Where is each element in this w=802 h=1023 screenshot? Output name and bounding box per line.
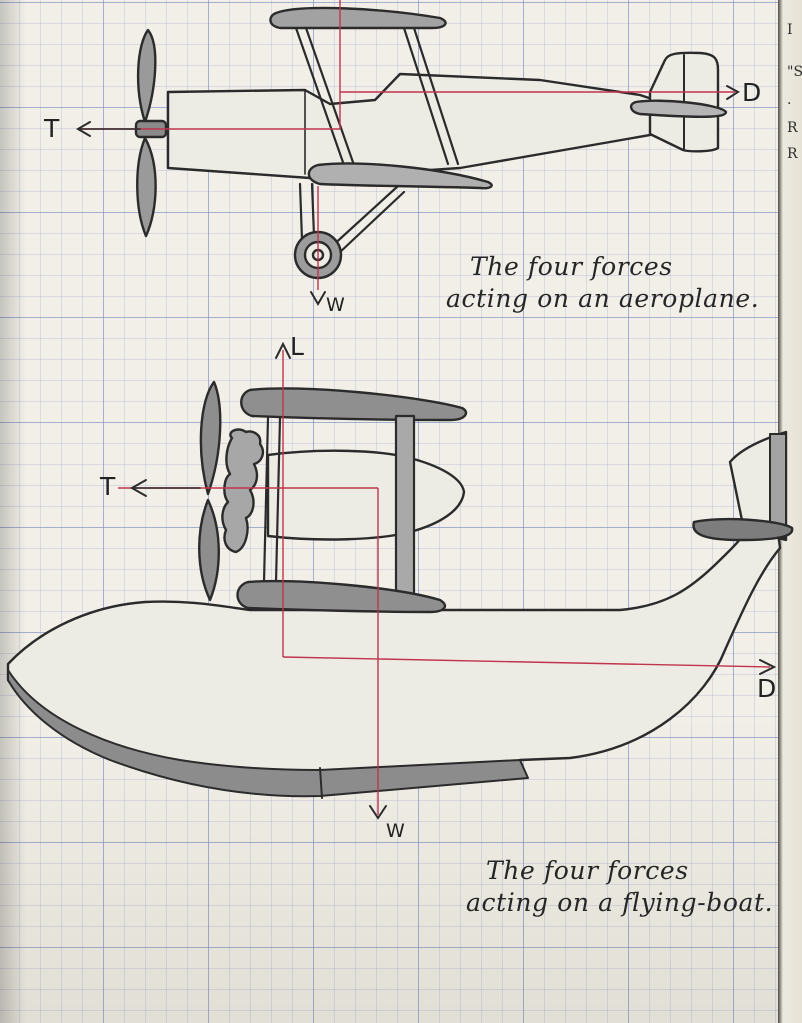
next-page-fragment: R [787,146,798,162]
flying-boat-weight-label: W [386,820,405,842]
flying-boat-strut [394,414,416,596]
flying-boat-drag-label: D [757,674,777,703]
weight-arrow-icon [369,805,387,820]
landing-gear-leg [310,182,316,238]
flying-boat-thrust-label: T [100,472,116,501]
lift-arrow-icon [275,341,291,359]
aeroplane-strut [294,26,347,170]
aeroplane-caption-line1: The four forces [470,252,673,281]
aeroplane-strut [304,26,357,170]
next-page-fragment: "S [787,64,802,80]
next-page-fragment: R [787,120,798,136]
flying-boat-lower-wing [236,579,447,614]
next-page-fragment: I [787,22,793,38]
aeroplane-strut [402,26,450,166]
aeroplane-fuselage [166,72,692,180]
hull-keel-shading [7,669,529,798]
flying-boat-lift-label: L [290,332,304,361]
flying-boat-drawing [6,380,794,799]
aeroplane-propeller [134,28,168,238]
aeroplane-strut [412,26,460,166]
flying-boat-strut [262,416,282,584]
flying-boat-caption-line1: The four forces [486,856,689,885]
flying-boat-tailplane [692,517,794,542]
drag-arrow-icon [726,85,740,100]
aeroplane-lower-wing [307,162,493,190]
next-page-fragment: . [787,92,792,108]
aeroplane-drawing [134,6,728,280]
flying-boat-propeller [198,380,265,602]
drag-line [282,656,771,668]
aeroplane-arrows [76,85,740,306]
aeroplane-caption-line2: acting on an aeroplane. [446,284,760,313]
aeroplane-weight-label: W [326,294,345,316]
flying-boat-nacelle [266,449,466,541]
flying-boat-arrows [129,341,777,820]
aeroplane-upper-wing [269,6,447,30]
aeroplane-tailplane [629,99,728,118]
weight-arrow-icon [310,291,326,306]
landing-gear-strut [336,190,406,256]
flying-boat-caption-line2: acting on a flying-boat. [466,888,774,917]
aeroplane-thrust-label: T [44,114,60,143]
landing-gear-leg [298,182,304,242]
aeroplane-drag-label: D [742,78,762,107]
landing-gear-strut [328,184,400,250]
flying-boat-upper-wing [240,387,468,422]
drag-arrow-icon [759,659,777,675]
aeroplane-force-lines [80,0,735,290]
hull-step [319,767,323,799]
